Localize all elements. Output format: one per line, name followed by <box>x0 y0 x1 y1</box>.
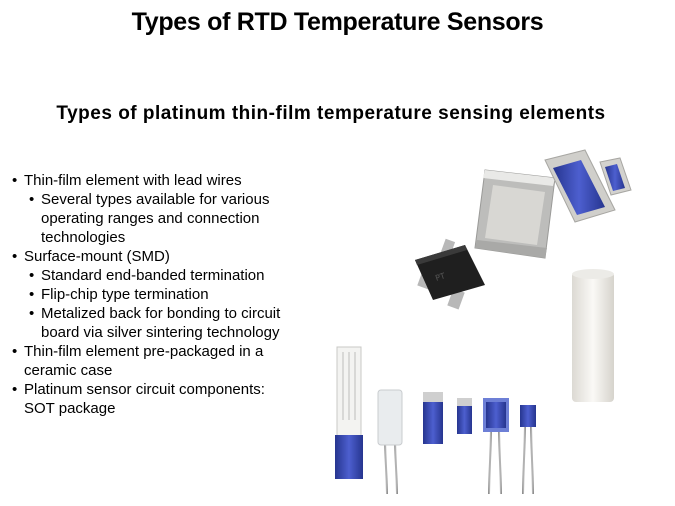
slide-title: Types of RTD Temperature Sensors <box>131 8 544 36</box>
slide-subtitle: Types of platinum thin-film temperature … <box>56 103 606 124</box>
smd-chip-small <box>599 157 632 196</box>
sub-bullet-item: Metalized back for bonding to circuit bo… <box>12 304 311 342</box>
bullet-item: Platinum sensor circuit components: SOT … <box>12 380 294 418</box>
sub-bullet-item: Standard end-banded termination <box>12 266 312 285</box>
smd-chip-large <box>474 169 556 259</box>
leaded-element-3 <box>423 392 443 494</box>
bullet-list: Thin-film element with lead wires Severa… <box>12 171 312 418</box>
sub-bullet-item: Flip-chip type termination <box>12 285 312 304</box>
leaded-element-2 <box>377 389 403 495</box>
leaded-element-5 <box>483 398 509 495</box>
bullet-item: Surface-mount (SMD) <box>12 247 312 266</box>
smd-chip-blue <box>544 149 616 223</box>
sub-bullet-item: Several types available for various oper… <box>12 190 291 247</box>
bullet-item: Thin-film element pre-packaged in a cera… <box>12 342 294 380</box>
bullet-item: Thin-film element with lead wires <box>12 171 312 190</box>
svg-text:PT: PT <box>434 271 446 283</box>
sensor-elements-photo: PT <box>335 149 632 495</box>
ceramic-case-sensor <box>572 269 614 460</box>
sot-package: PT <box>415 238 485 310</box>
leaded-element-1 <box>335 346 363 494</box>
leaded-element-4 <box>457 398 472 494</box>
leaded-element-6 <box>520 405 536 495</box>
